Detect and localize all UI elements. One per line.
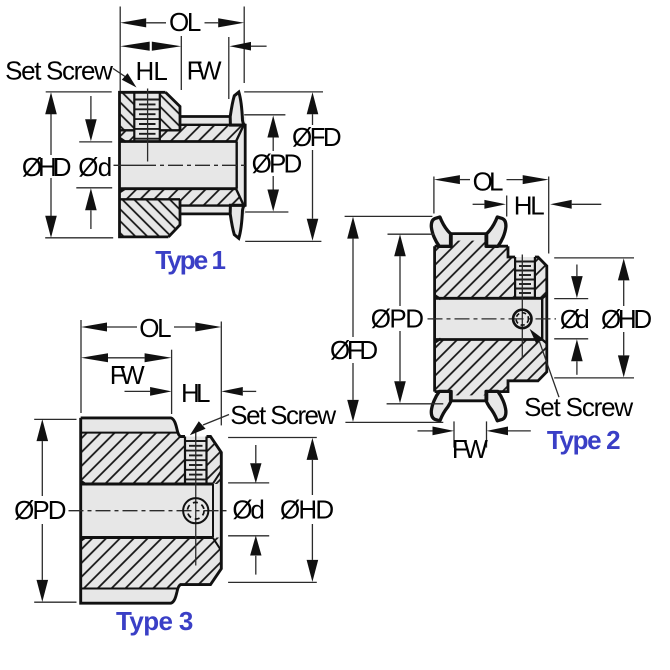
svg-text:HL: HL bbox=[136, 56, 168, 86]
svg-text:Type 3: Type 3 bbox=[116, 606, 193, 636]
svg-text:ØFD: ØFD bbox=[330, 335, 378, 365]
svg-text:ØHD: ØHD bbox=[280, 494, 334, 524]
svg-text:ØHD: ØHD bbox=[22, 152, 72, 182]
svg-text:FW: FW bbox=[110, 360, 145, 390]
svg-text:HL: HL bbox=[514, 191, 545, 221]
svg-text:FW: FW bbox=[452, 434, 488, 464]
svg-text:Set Screw: Set Screw bbox=[524, 392, 633, 422]
svg-text:Type 1: Type 1 bbox=[155, 245, 226, 275]
svg-text:OL: OL bbox=[473, 167, 504, 197]
svg-text:Type 2: Type 2 bbox=[547, 425, 621, 455]
svg-text:Set Screw: Set Screw bbox=[230, 400, 336, 430]
svg-text:Set Screw: Set Screw bbox=[5, 55, 113, 85]
svg-text:ØHD: ØHD bbox=[601, 304, 652, 334]
svg-text:FW: FW bbox=[187, 55, 222, 85]
svg-text:Ød: Ød bbox=[232, 494, 265, 524]
svg-text:ØPD: ØPD bbox=[371, 304, 424, 334]
svg-text:OL: OL bbox=[139, 313, 171, 343]
svg-text:ØPD: ØPD bbox=[252, 149, 303, 179]
svg-text:ØFD: ØFD bbox=[292, 122, 342, 152]
svg-text:ØPD: ØPD bbox=[14, 495, 66, 525]
svg-text:HL: HL bbox=[181, 378, 211, 408]
svg-text:Ød: Ød bbox=[78, 152, 112, 182]
svg-text:OL: OL bbox=[169, 7, 201, 37]
svg-text:Ød: Ød bbox=[560, 304, 590, 334]
